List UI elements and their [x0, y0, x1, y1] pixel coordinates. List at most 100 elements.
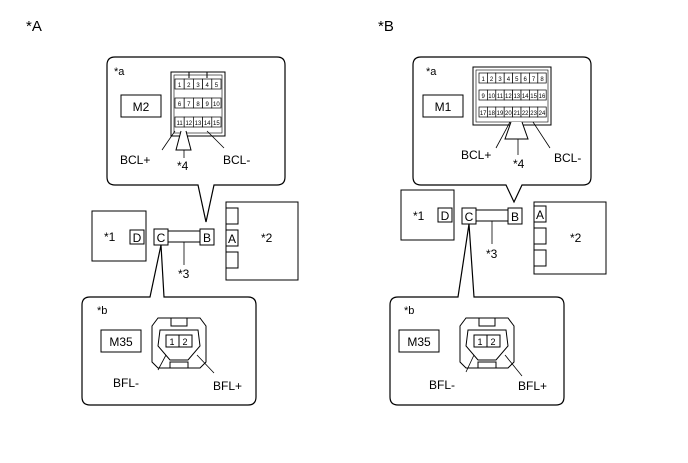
connector-pin: 6	[520, 72, 530, 84]
connector-pin: 5	[211, 78, 222, 90]
connector-pin-label: 2	[187, 83, 191, 89]
connector-pin: 6	[174, 97, 185, 109]
wire-label-left: BCL+	[461, 148, 491, 162]
connector-pin: 4	[503, 72, 513, 84]
connector-pin: 13	[512, 89, 522, 101]
connector-pin: 7	[183, 97, 194, 109]
connector-pin-label: 14	[204, 121, 211, 127]
connector-pin: 14	[202, 116, 213, 128]
connector-pin-label: 13	[195, 121, 202, 127]
wire-label-right: BCL-	[223, 153, 250, 167]
pin-c: C	[157, 231, 166, 245]
connector-pin-label: 6	[178, 102, 182, 108]
connector-pin-label: 21	[513, 111, 520, 117]
connector-pin: 9	[202, 97, 213, 109]
connector-pin-label: 5	[215, 83, 219, 89]
connector-pin-label: 8	[540, 77, 544, 83]
connector-pin-label: 14	[522, 94, 529, 100]
connector-pin: 4	[202, 78, 213, 90]
connector-id: M1	[435, 100, 452, 114]
connector-pin-label: 7	[187, 102, 191, 108]
connector-pin-label: 9	[206, 102, 210, 108]
connector-id-box	[398, 329, 440, 353]
connector-pin: 22	[520, 106, 530, 118]
connector-pin: 14	[520, 89, 530, 101]
callout-a-label: *a	[426, 66, 437, 78]
connector-pin: 18	[487, 106, 497, 118]
connector-pin: 8	[537, 72, 547, 84]
pin-a: A	[536, 208, 544, 222]
connector-pin-label: 12	[505, 94, 512, 100]
connector-pin-label: 20	[505, 111, 512, 117]
connector-m35: 1 2	[151, 317, 207, 369]
connector-pin: 8	[193, 97, 203, 109]
connector-pin: 12	[503, 89, 513, 101]
box-1-label: *1	[413, 209, 425, 223]
connector-pin-label: 4	[206, 83, 210, 89]
connector-pin: 20	[503, 106, 513, 118]
connector-id-box	[100, 329, 142, 353]
connector-pin: 11	[174, 116, 185, 128]
connector-pin: 3	[495, 72, 505, 84]
connector-pin-label: 4	[507, 77, 511, 83]
connector-pin: 3	[193, 78, 203, 90]
box-2-label: *2	[570, 231, 582, 245]
connector-pin-label: 16	[539, 94, 546, 100]
connector-pin: 10	[487, 89, 497, 101]
connector-pin-label: 1	[178, 83, 182, 89]
connector-pin-label: 3	[498, 77, 502, 83]
connector-pin: 17	[478, 106, 488, 118]
pin-1: 1	[477, 337, 482, 347]
connector-pin-label: 13	[513, 94, 520, 100]
harness-label: *3	[178, 267, 190, 281]
connector-m35: 1 2	[459, 317, 515, 369]
connector-pin-label: 8	[196, 102, 200, 108]
pin-b: B	[511, 210, 519, 224]
connector-pin: 12	[183, 116, 194, 128]
pin-2: 2	[182, 337, 187, 347]
connector-pin: 21	[512, 106, 522, 118]
pin-c: C	[465, 210, 474, 224]
callout-b-label: *b	[404, 305, 414, 317]
harness-label: *3	[486, 247, 498, 261]
connector-id: M35	[109, 335, 133, 349]
box-2-label: *2	[261, 231, 273, 245]
connector-id: M2	[133, 100, 150, 114]
connector-pin: 11	[495, 89, 505, 101]
connector-pin: 1	[478, 72, 488, 84]
pin-1: 1	[169, 337, 174, 347]
connector-pin: 1	[174, 78, 185, 90]
connector-pin: 23	[529, 106, 539, 118]
connector-pin-label: 23	[530, 111, 537, 117]
connector-pin: 19	[495, 106, 505, 118]
pin-d: D	[133, 231, 142, 245]
connector-pin-label: 19	[497, 111, 504, 117]
pin-a: A	[228, 232, 236, 246]
connector-pin-label: 12	[185, 121, 192, 127]
panel-b-label: *B	[378, 18, 394, 35]
connector-id-box	[422, 94, 464, 118]
pointer-label: *4	[177, 159, 189, 173]
connector-pin-label: 7	[532, 77, 536, 83]
connector-pin: 24	[537, 106, 547, 118]
connector-pin-label: 3	[196, 83, 200, 89]
connector-id-box	[120, 94, 162, 118]
panel-a-label: *A	[26, 18, 42, 35]
wire-label-right: BFL+	[213, 379, 242, 393]
connector-id: M35	[407, 335, 431, 349]
connector-pin-label: 17	[480, 111, 487, 117]
connector-pin-label: 15	[213, 121, 220, 127]
connector-pin-label: 5	[515, 77, 519, 83]
connector-pin-label: 11	[497, 94, 504, 100]
connector-pin-label: 22	[522, 111, 529, 117]
connector-pin-label: 9	[482, 94, 486, 100]
connector-pin-label: 10	[488, 94, 495, 100]
connector-pin-label: 2	[490, 77, 494, 83]
wire-label-right: BFL+	[518, 379, 547, 393]
pin-2: 2	[490, 337, 495, 347]
connector-pin: 7	[529, 72, 539, 84]
connector-pin: 10	[211, 97, 222, 109]
